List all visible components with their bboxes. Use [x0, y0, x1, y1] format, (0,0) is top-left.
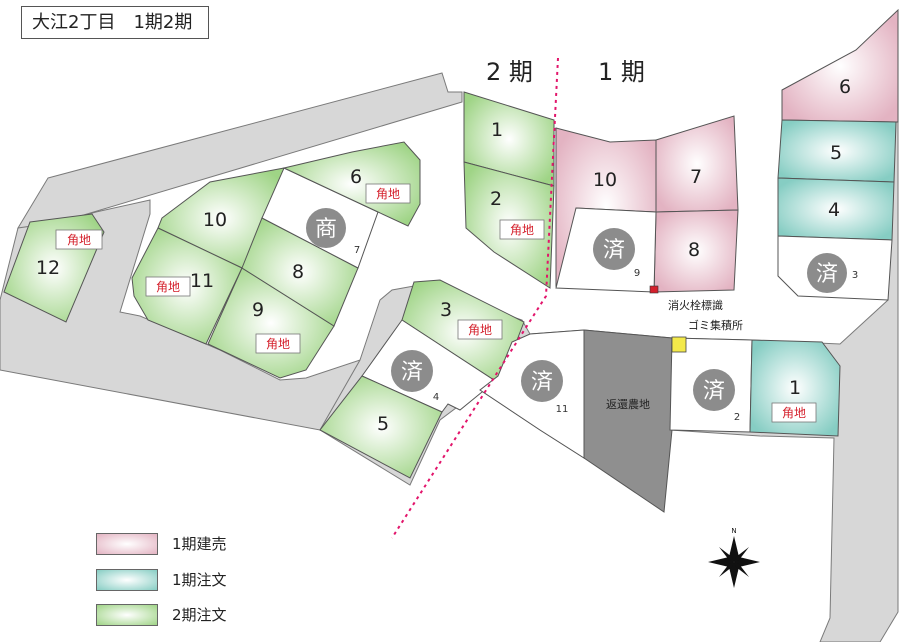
sold-marker: 済 — [401, 360, 423, 385]
legend-swatch — [96, 533, 158, 555]
lot-number: 4 — [828, 199, 840, 221]
sold-marker-circle — [391, 350, 433, 392]
compass-north: N — [731, 527, 736, 535]
lot-number: 6 — [350, 166, 362, 188]
sold-marker: 済 — [703, 379, 725, 404]
lot-p1-6[interactable] — [781, 8, 899, 123]
garbage-point — [671, 336, 687, 353]
lot-number: 6 — [839, 76, 851, 98]
legend-label: 1期注文 — [172, 571, 227, 589]
phase1-label: 1 期 — [598, 58, 645, 86]
sold-marker: 済 — [531, 370, 553, 395]
sold-lot-number: 11 — [556, 404, 569, 415]
sold-marker-circle — [521, 360, 563, 402]
sold-marker-circle — [807, 253, 847, 293]
farmland[interactable] — [583, 329, 673, 513]
lot-number: 8 — [688, 239, 700, 261]
lot-numbers: 12 10 11 9 8 6 1 2 3 5 10 7 8 6 5 4 1 — [36, 76, 851, 435]
farmland-label: 返還農地 — [606, 397, 650, 411]
lot-number: 3 — [440, 299, 452, 321]
sold-marker-circle — [693, 369, 735, 411]
sold-lot-number: 9 — [634, 268, 640, 279]
lot-number: 9 — [252, 299, 264, 321]
lot-number: 8 — [292, 261, 304, 283]
map-title: 大江2丁目 1期2期 — [21, 6, 209, 39]
lot-number: 12 — [36, 257, 60, 279]
sold-lot-number: 3 — [852, 270, 858, 281]
sold-lot-number: 4 — [433, 392, 439, 403]
sold-marker: 済 — [816, 262, 838, 287]
legend-swatch — [96, 604, 158, 626]
lot-number: 10 — [593, 169, 617, 191]
corner-badge: 角地 — [266, 337, 290, 351]
lot-number: 7 — [690, 166, 702, 188]
legend-swatch — [96, 569, 158, 591]
hydrant-marker — [649, 285, 659, 294]
phase2-lots — [3, 91, 555, 479]
corner-badge: 角地 — [67, 233, 91, 247]
lot-p2-6[interactable] — [282, 141, 421, 227]
lot-number: 2 — [490, 188, 502, 210]
lot-number: 1 — [789, 377, 801, 399]
sold-marker: 済 — [603, 238, 625, 263]
legend-label: 2期注文 — [172, 606, 227, 624]
corner-badge: 角地 — [156, 280, 180, 294]
phase2-label: 2 期 — [486, 58, 533, 86]
corner-badges: 角地 角地 角地 角地 角地 角地 角地 — [55, 183, 817, 423]
commercial-marker: 商 — [315, 217, 337, 242]
legend-label: 1期建売 — [172, 535, 227, 553]
sold-lot-number: 2 — [734, 412, 740, 423]
lot-p1-7[interactable] — [655, 115, 739, 213]
sold-marker-circle — [593, 228, 635, 270]
lot-number: 5 — [830, 142, 842, 164]
lot-number: 11 — [190, 270, 214, 292]
compass-icon: N — [708, 527, 760, 588]
phase-boundary-line — [391, 57, 559, 539]
status-markers: 商 7 済 9 済 3 済 4 済 11 済 2 — [306, 208, 858, 423]
corner-badge: 角地 — [376, 187, 400, 201]
corner-badge: 角地 — [510, 223, 534, 237]
commercial-lot-number: 7 — [354, 245, 360, 256]
lot-number: 1 — [491, 119, 503, 141]
lot-number: 10 — [203, 209, 227, 231]
garbage-label: ゴミ集積所 — [688, 318, 743, 332]
lot-p2-5[interactable] — [319, 375, 443, 479]
corner-badge: 角地 — [468, 323, 492, 337]
corner-badge: 角地 — [782, 406, 806, 420]
hydrant-label: 消火栓標識 — [668, 298, 723, 312]
lot-number: 5 — [377, 413, 389, 435]
commercial-marker-circle — [306, 208, 346, 248]
